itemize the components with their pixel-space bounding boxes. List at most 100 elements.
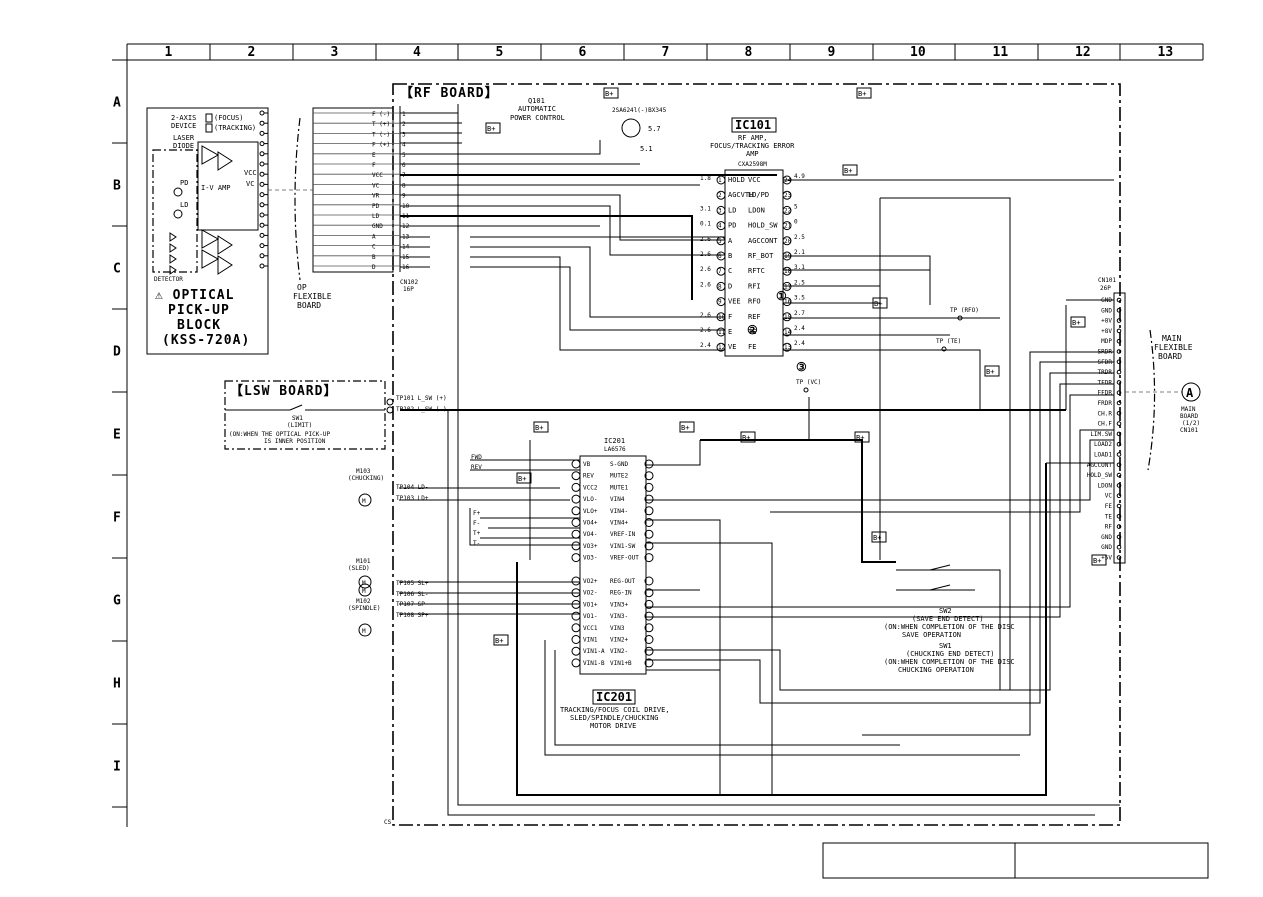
ic201-right-pin: MUTE2 <box>610 473 628 480</box>
bplus-marker: B+ <box>1072 319 1080 327</box>
cn101-pin-label: FE <box>1105 503 1113 510</box>
bplus-marker: B+ <box>856 434 864 442</box>
ic201-body <box>579 455 647 675</box>
ic101-rf-amp: IC101 RF AMP, FOCUS/TRACKING ERROR AMP C… <box>700 117 805 357</box>
row-label: I <box>113 760 121 775</box>
row-label: B <box>113 179 121 194</box>
motor-symbol: M <box>362 580 366 587</box>
lsw-board-title: 【LSW BOARD】 <box>230 383 337 399</box>
ic101-left-volt: 2.6 <box>700 281 711 288</box>
cn102-pin-label: VC <box>372 182 380 189</box>
ic201-desc-1: TRACKING/FOCUS COIL DRIVE, <box>560 706 670 714</box>
lsw-sw-name: (LIMIT) <box>287 422 312 429</box>
sw1-name: (CHUCKING END DETECT) <box>906 650 995 658</box>
ic201-input-nets: FWD REV F+ F- T+ T- <box>471 454 482 547</box>
cn102-pin-label: D <box>372 264 376 271</box>
ic101-right-pin-num: 23 <box>784 192 792 199</box>
main-board-label-1: MAIN <box>1162 334 1181 343</box>
ic201-right-pin: REG-IN <box>610 590 632 597</box>
cn101-pin-label: +8V <box>1101 318 1112 325</box>
ic201-part: LA6576 <box>604 446 626 453</box>
motor-tp-2: TP106 SL- <box>396 591 429 598</box>
motor-symbol: M <box>362 588 366 595</box>
q101-transistor: Q101 AUTOMATIC POWER CONTROL 2SA624l(-)B… <box>510 97 667 153</box>
ic101-left-volt: 2.6 <box>700 236 711 243</box>
tp-rfo: TP (RFO) <box>950 307 979 314</box>
ic101-left-pin-num: 4 <box>718 223 722 230</box>
ic201-left-pin: VO1- <box>583 613 597 620</box>
sw2-name: (SAVE END DETECT) <box>912 615 984 623</box>
main-board-ref-4: CN101 <box>1180 427 1198 434</box>
cn101-pin-label: HOLD_SW <box>1087 472 1113 479</box>
q101-ref: Q101 <box>528 97 545 105</box>
cn101-pin-label: TRDR <box>1098 369 1113 376</box>
bplus-marker: B+ <box>495 637 503 645</box>
ic201-left-pin: VCC2 <box>583 484 598 491</box>
q101-desc-2: POWER CONTROL <box>510 114 565 122</box>
test-points: TP (RFO) TP (TE) TP (VC) ① ② ③ <box>747 289 979 393</box>
ic101-left-pin-num: 11 <box>718 329 726 336</box>
sw2-note-1: (ON:WHEN COMPLETION OF THE DISC <box>884 623 1015 631</box>
vc-label: VC <box>246 180 254 188</box>
rf-board-title: 【RF BOARD】 <box>400 85 499 101</box>
motor-name: (SLED) <box>348 565 370 572</box>
pickup-title-3: BLOCK <box>177 318 221 333</box>
motor-ref: M103 <box>356 468 371 475</box>
row-label: H <box>113 677 121 692</box>
ic201-left-pin: VCC1 <box>583 625 598 632</box>
ic201-left-pin: VIN1-B <box>583 660 605 667</box>
ic101-right-pin: TE <box>748 328 756 336</box>
cn101-pin-label: GND <box>1101 297 1112 304</box>
ic101-right-volt: 2.4 <box>794 325 805 332</box>
cn102-pin-label: F (+) <box>372 142 390 149</box>
motor-tp-1: TP107 SP- <box>396 601 429 608</box>
column-label: 7 <box>662 45 670 60</box>
ic101-right-volt: 2.4 <box>794 340 805 347</box>
ic101-right-pin-num: 15 <box>784 314 792 321</box>
bplus-marker: B+ <box>873 534 881 542</box>
row-label: E <box>113 428 121 443</box>
ic101-right-pin: FE <box>748 343 756 351</box>
ic101-right-volt: 5 <box>794 203 798 210</box>
ic101-right-volt: 4.9 <box>794 173 805 180</box>
cn102-pin-label: E <box>372 152 376 159</box>
cn102-pin-number: 3 <box>402 131 406 138</box>
ic201-left-pin: VO2- <box>583 590 597 597</box>
ic201-ref: IC201 <box>596 690 632 704</box>
op-flex-title-2: FLEXIBLE <box>293 292 332 301</box>
main-board-marker-label: A <box>1186 386 1194 400</box>
cn101-pin-label: CH.F <box>1098 421 1113 428</box>
motor-ref: M101 <box>356 558 371 565</box>
sw1-note-1: (ON:WHEN COMPLETION OF THE DISC <box>884 658 1015 666</box>
bplus-markers: B+B+B+B+B+B+B+B+B+B+B+B+B+B+B+ <box>485 87 1107 646</box>
net-fwd: FWD <box>471 454 482 461</box>
lsw-note-1: (ON:WHEN THE OPTICAL PICK-UP <box>229 431 331 438</box>
main-flexible-board: MAIN FLEXIBLE BOARD A MAIN BOARD (1/2) C… <box>1125 329 1201 471</box>
ic101-left-volt: 1.8 <box>700 175 711 182</box>
ic201-desc-3: MOTOR DRIVE <box>590 722 636 730</box>
ic101-left-pin-num: 2 <box>718 192 722 199</box>
bplus-marker: B+ <box>518 475 526 483</box>
column-label: 1 <box>165 45 173 60</box>
ic101-desc-1: RF AMP, <box>738 134 768 142</box>
lsw-sw-ref: SW1 <box>292 415 303 422</box>
detector-label: DETECTOR <box>154 276 183 283</box>
cn101-pin-label: +8V <box>1101 328 1112 335</box>
ic101-right-volt: 2.5 <box>794 279 805 286</box>
lsw-note-2: IS INNER POSITION <box>264 438 326 445</box>
sw2-note-2: SAVE OPERATION <box>902 631 961 639</box>
cn101-pin-label: RF <box>1105 524 1113 531</box>
ic201-right-pin: VIN3- <box>610 613 628 620</box>
main-board-marker[interactable] <box>1181 382 1201 402</box>
cn101-pin-label: SRDR <box>1098 349 1113 356</box>
cn101-pin-label: LOAD2 <box>1094 441 1112 448</box>
motor-tp-1: TP105 SL+ <box>396 580 429 587</box>
cn101-pin-label: LOAD1 <box>1094 452 1112 459</box>
cn102-pins-label: 16P <box>403 286 414 293</box>
column-label: 10 <box>910 45 926 60</box>
cn102-pin-number: 5 <box>402 152 406 159</box>
pickup-title-4: (KSS-720A) <box>162 333 250 348</box>
ld-label: LD <box>180 201 188 209</box>
